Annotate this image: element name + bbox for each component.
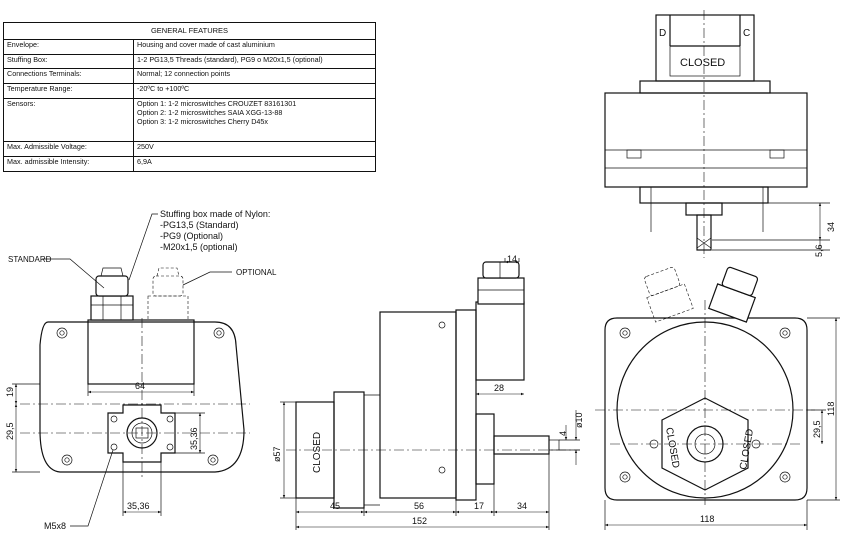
dim-dia57: ø57 [272, 446, 282, 462]
row-value: Housing and cover made of cast aluminium [133, 38, 376, 55]
note-stuffing-line-3: -M20x1,5 (optional) [160, 242, 238, 252]
dim-29-5-left: 29,5 [5, 422, 15, 440]
note-stuffing-title: Stuffing box made of Nylon: [160, 209, 270, 219]
side-view: CLOSED 45 56 17 34 152 28 14 ø57 ø10 [272, 254, 584, 530]
row-value: 6,9A [133, 156, 376, 172]
row-label: Max. admissible Intensity: [3, 156, 134, 172]
right-view: CLOSED CLOSED 118 118 29,5 [595, 266, 840, 530]
row-value: 250V [133, 141, 376, 158]
dim-34-side: 34 [517, 501, 527, 511]
top-c-label: C [743, 28, 750, 39]
dim-5-6: 5,6 [814, 244, 824, 257]
table-row: Sensors: Option 1: 1-2 microswitches CRO… [3, 98, 376, 143]
dim-19: 19 [5, 387, 15, 397]
table-row: Max. Admissible Voltage: 250V [3, 141, 376, 158]
note-screw: M5x8 [44, 521, 66, 531]
row-value: Normal; 12 connection points [133, 68, 376, 85]
dim-28: 28 [494, 383, 504, 393]
row-label: Temperature Range: [3, 83, 134, 100]
row-label: Max. Admissible Voltage: [3, 141, 134, 158]
table-row: Connections Terminals: Normal; 12 connec… [3, 68, 376, 85]
right-closed-label-2: CLOSED [738, 428, 756, 470]
dim-29-5-right: 29,5 [812, 420, 822, 438]
sensor-option-3: Option 3: 1-2 microswitches Cherry D45x [137, 117, 269, 127]
top-d-label: D [659, 28, 666, 39]
dim-152: 152 [412, 516, 427, 526]
table-title: GENERAL FEATURES [3, 22, 376, 40]
right-closed-label-1: CLOSED [663, 427, 681, 469]
side-closed-label: CLOSED [312, 432, 323, 473]
table-row: Stuffing Box: 1-2 PG13,5 Threads (standa… [3, 53, 376, 70]
row-value: Option 1: 1-2 microswitches CROUZET 8316… [133, 98, 376, 143]
dim-45: 45 [330, 501, 340, 511]
row-label: Sensors: [3, 98, 134, 143]
general-features-table: GENERAL FEATURES Envelope: Housing and c… [3, 22, 376, 172]
note-stuffing-line-2: -PG9 (Optional) [160, 231, 223, 241]
table-row: Max. admissible Intensity: 6,9A [3, 156, 376, 172]
dim-118-bottom: 118 [700, 514, 714, 524]
dim-56-side: 56 [414, 501, 424, 511]
dim-14: 14 [507, 254, 517, 264]
note-optional: OPTIONAL [236, 268, 277, 277]
dim-35-36-horiz: 35,36 [127, 501, 150, 511]
sensor-option-2: Option 2: 1-2 microswitches SAIA XGG-13-… [137, 108, 283, 118]
dim-17: 17 [474, 501, 484, 511]
note-standard: STANDARD [8, 255, 52, 264]
dim-34-top: 34 [826, 222, 836, 232]
left-view: 64 19 29,5 35,36 35,36 STANDARD OPTIONAL… [5, 209, 277, 531]
dim-dia10: ø10 [574, 412, 584, 428]
table-row: Envelope: Housing and cover made of cast… [3, 38, 376, 55]
dim-4: 4 [558, 431, 568, 436]
sensor-option-1: Option 1: 1-2 microswitches CROUZET 8316… [137, 99, 297, 109]
row-label: Connections Terminals: [3, 68, 134, 85]
row-value: -20ºC to +100ºC [133, 83, 376, 100]
top-closed-label: CLOSED [680, 57, 725, 69]
note-stuffing-line-1: -PG13,5 (Standard) [160, 220, 239, 230]
dim-35-36-vert: 35,36 [189, 427, 199, 450]
dim-64: 64 [135, 381, 145, 391]
dim-118-right: 118 [826, 402, 836, 416]
table-row: Temperature Range: -20ºC to +100ºC [3, 83, 376, 100]
top-view: D C CLOSED 34 5,6 [604, 10, 836, 258]
row-value: 1-2 PG13,5 Threads (standard), PG9 o M20… [133, 53, 376, 70]
row-label: Stuffing Box: [3, 53, 134, 70]
row-label: Envelope: [3, 38, 134, 55]
